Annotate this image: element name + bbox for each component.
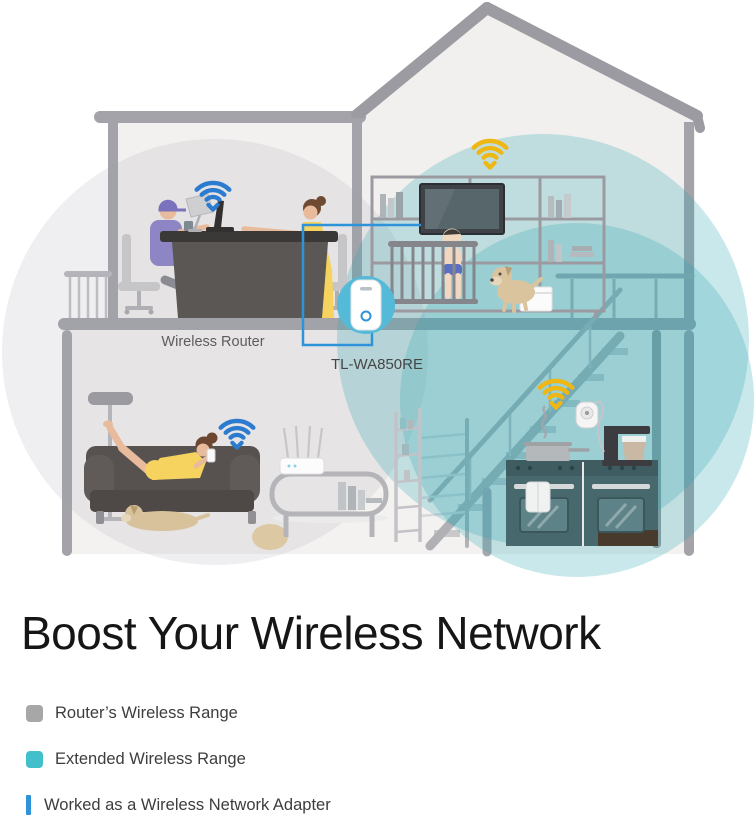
floor-pouf (252, 524, 288, 550)
wall-lower-right (684, 330, 694, 556)
legend-label: Worked as a Wireless Network Adapter (44, 795, 331, 814)
living-room (84, 392, 422, 550)
tv-icon (419, 183, 505, 235)
mug-icon (184, 221, 193, 231)
ladder-shelf (394, 408, 422, 542)
flat-roof (94, 111, 366, 123)
wireless-router-device-icon (279, 425, 325, 475)
legend: Router’s Wireless Range Extended Wireles… (26, 702, 331, 840)
legend-item-network-adapter: Worked as a Wireless Network Adapter (26, 794, 331, 816)
laptop-icon (214, 200, 224, 228)
crib (388, 241, 478, 304)
phone-icon (206, 448, 216, 463)
wireless-router-label: Wireless Router (161, 334, 264, 350)
adapter-wire (301, 223, 421, 347)
woman-on-sofa (103, 420, 218, 480)
wall-lower-left (62, 330, 72, 556)
console-table (269, 471, 389, 537)
house-illustration: Wireless Router TL-WA850RE (2, 2, 754, 577)
office-chair-left (118, 234, 160, 315)
cap-icon (158, 199, 186, 212)
page-title: Boost Your Wireless Network (21, 607, 601, 659)
stove-unit (506, 460, 658, 546)
blue-bar-swatch (26, 795, 31, 815)
kitchen (506, 405, 658, 546)
staircase (419, 273, 695, 557)
roof-eave (692, 111, 705, 133)
wall-upper-left (108, 118, 118, 324)
legend-label: Extended Wireless Range (55, 749, 246, 768)
extender-model-label: TL-WA850RE (331, 356, 423, 373)
extended-range-circle-upper (337, 134, 749, 546)
roof-slope-right (481, 2, 703, 122)
shelf-books (380, 192, 594, 310)
legend-item-router-range: Router’s Wireless Range (26, 702, 331, 724)
cooking-pot-icon (524, 405, 590, 461)
office-room (118, 193, 358, 318)
stair-handrail (427, 287, 623, 503)
teal-square-swatch (26, 750, 43, 768)
range-extender-device (337, 276, 395, 334)
dog-standing (490, 266, 543, 313)
wall-upper-right (684, 122, 694, 324)
balcony-railing (64, 271, 112, 318)
extender-led-ring (360, 310, 372, 322)
smart-plug-icon (575, 400, 605, 453)
legend-item-extended-range: Extended Wireless Range (26, 748, 331, 770)
roof-slope-left (351, 2, 493, 121)
coffee-maker-icon (602, 426, 652, 466)
wall-center (352, 118, 362, 324)
media-room (370, 175, 606, 318)
legend-label: Router’s Wireless Range (55, 703, 238, 722)
tp-link-logo (360, 287, 372, 291)
dog-lying (121, 505, 210, 531)
office-desk (160, 193, 338, 318)
gray-square-swatch (26, 704, 43, 722)
